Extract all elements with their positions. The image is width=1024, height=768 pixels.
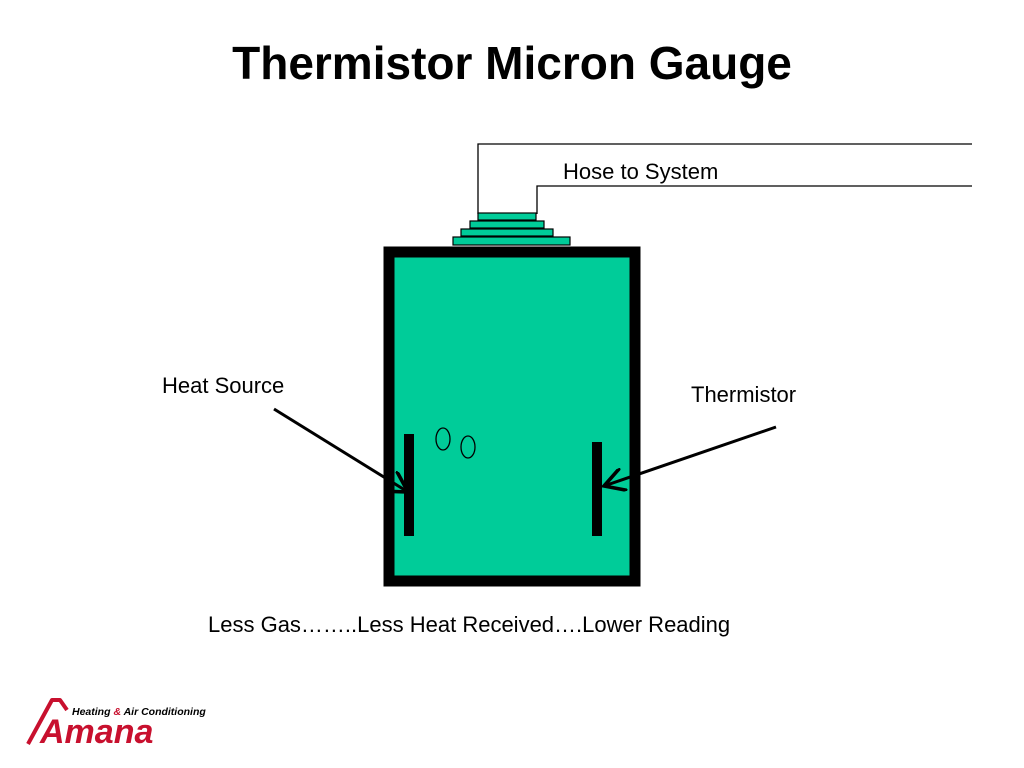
hose-fitting (452, 212, 571, 246)
slide-caption: Less Gas……..Less Heat Received….Lower Re… (208, 612, 731, 637)
fitting-step-2 (469, 220, 545, 229)
gas-molecule (435, 427, 451, 451)
fitting-step-4 (452, 236, 571, 246)
hose-label: Hose to System (563, 159, 719, 184)
logo-peak (26, 698, 69, 745)
hose-inner-line (536, 185, 972, 214)
hose-outer-line (477, 143, 972, 214)
fitting-step-3 (460, 228, 554, 237)
thermistor-label: Thermistor (691, 382, 797, 407)
heat-source-label: Heat Source (162, 373, 285, 398)
logo-tagline: Heating & Air Conditioning (72, 706, 206, 718)
slide-title: Thermistor Micron Gauge (232, 37, 792, 89)
amana-logo: Heating & Air Conditioning Amana (26, 698, 206, 748)
heat-source-arrow (273, 407, 408, 492)
logo-brand-wordmark: Amana (39, 713, 153, 748)
thermistor-element (592, 442, 602, 536)
fitting-step-1 (477, 212, 537, 221)
thermistor-arrow (604, 425, 777, 486)
heat-source-element (404, 434, 414, 536)
hose-to-system (477, 143, 972, 214)
gas-molecule (460, 435, 476, 459)
